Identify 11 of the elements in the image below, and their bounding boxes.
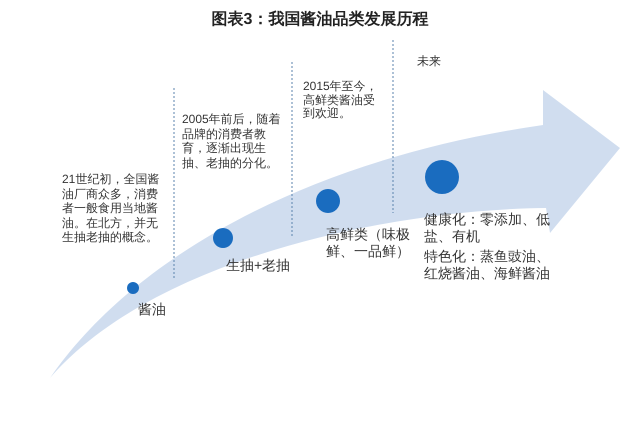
period-note: 21世纪初，全国酱油厂商众多，消费者一般食用当地酱油。在北方，并无生抽老抽的概念。 [62,172,160,244]
title: 图表3：我国酱油品类发展历程 [212,10,428,29]
stage-label: 生抽+老抽 [226,257,290,274]
stage-label: 高鲜类（味极鲜、一品鲜） [326,226,411,260]
stage-label: 特色化：蒸鱼豉油、红烧酱油、海鲜酱油 [424,248,551,282]
timeline-dot [127,282,139,294]
period-note: 2005年前后，随着品牌的消费者教育，逐渐出现生抽、老抽的分化。 [182,112,282,170]
stage-label: 酱油 [138,301,166,318]
period-note: 2015年至今，高鲜类酱油受到欢迎。 [303,80,379,120]
stage-label: 健康化：零添加、低盐、有机 [424,211,551,245]
period-label: 未来 [417,54,441,68]
